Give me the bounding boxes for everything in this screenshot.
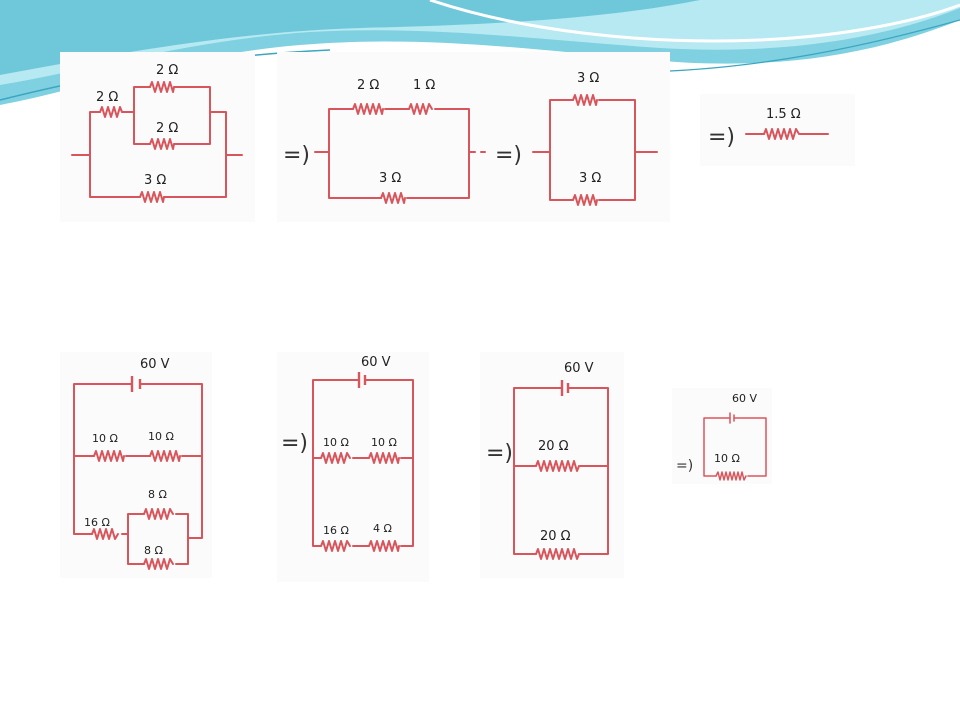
label-r-mid-b: 10 Ω <box>371 436 397 449</box>
equivalent-arrow: =) <box>708 125 735 150</box>
resistor-10ohm-a <box>320 452 351 464</box>
circuit-diagram: =) 60 V 10 Ω 10 Ω 16 Ω 4 Ω <box>281 355 414 552</box>
label-r-low-series: 16 Ω <box>84 516 110 529</box>
resistor-3ohm-top <box>572 94 598 106</box>
label-r-equivalent: 10 Ω <box>714 452 740 465</box>
resistor-10ohm <box>715 471 747 481</box>
circuit-panel-bottom-3: =) 60 V 20 Ω 20 Ω <box>480 352 624 578</box>
resistor-10ohm-b <box>149 450 181 462</box>
equivalent-arrow: =) <box>676 458 693 474</box>
resistor-2ohm-parallel-bottom <box>149 138 175 150</box>
resistor-1-5ohm <box>763 128 800 140</box>
circuit-panel-top-1: 2 Ω 2 Ω 2 Ω 3 Ω <box>60 52 255 222</box>
circuit-panel-top-2: =) 2 Ω 1 Ω 3 Ω =) 3 Ω 3 Ω <box>277 52 670 222</box>
equivalent-arrow: =) <box>281 431 308 456</box>
header-wave-decoration <box>0 0 960 105</box>
label-r-mid: 20 Ω <box>538 439 569 454</box>
label-r-parallel-bottom: 2 Ω <box>156 121 178 136</box>
label-r-top: 3 Ω <box>577 71 599 86</box>
label-r-low-b: 4 Ω <box>373 522 392 535</box>
label-r-bottom: 3 Ω <box>379 171 401 186</box>
resistor-20ohm-low <box>535 548 580 560</box>
label-r-mid-b: 10 Ω <box>148 430 174 443</box>
resistor-16ohm <box>320 540 351 552</box>
label-r-top-b: 1 Ω <box>413 78 435 93</box>
label-source: 60 V <box>140 357 170 372</box>
resistor-16ohm <box>91 528 119 540</box>
circuit-diagram: =) 2 Ω 1 Ω 3 Ω =) 3 Ω 3 Ω <box>283 71 658 206</box>
label-r-mid-a: 10 Ω <box>323 436 349 449</box>
resistor-20ohm-mid <box>535 460 580 472</box>
equivalent-arrow: =) <box>486 441 513 466</box>
circuit-diagram: =) 60 V 10 Ω <box>676 392 767 481</box>
resistor-2ohm-parallel-top <box>149 81 175 93</box>
equivalent-arrow: =) <box>495 143 522 168</box>
label-r-bottom: 3 Ω <box>144 173 166 188</box>
resistor-3ohm <box>380 192 406 204</box>
resistor-3ohm-bottom <box>572 194 598 206</box>
circuit-panel-bottom-4: =) 60 V 10 Ω <box>672 388 772 484</box>
label-r-top-a: 2 Ω <box>357 78 379 93</box>
label-r-low-a: 16 Ω <box>323 524 349 537</box>
label-source: 60 V <box>564 361 594 376</box>
circuit-diagram: 60 V 10 Ω 10 Ω 16 Ω 8 Ω 8 Ω <box>73 357 203 570</box>
equivalent-arrow: =) <box>283 143 310 168</box>
label-r-series-left: 2 Ω <box>96 90 118 105</box>
resistor-2ohm-series <box>99 106 123 118</box>
circuit-diagram: =) 60 V 20 Ω 20 Ω <box>486 361 609 560</box>
resistor-10ohm-b <box>368 452 400 464</box>
resistor-3ohm <box>139 191 165 203</box>
label-r-equivalent: 1.5 Ω <box>766 107 801 122</box>
resistor-4ohm <box>368 540 400 552</box>
circuit-panel-bottom-2: =) 60 V 10 Ω 10 Ω 16 Ω 4 Ω <box>277 352 429 582</box>
resistor-10ohm-a <box>93 450 125 462</box>
circuit-diagram: =) 1.5 Ω <box>708 107 829 150</box>
circuit-panel-bottom-1: 60 V 10 Ω 10 Ω 16 Ω 8 Ω 8 Ω <box>60 352 212 578</box>
label-r-parallel-top: 2 Ω <box>156 63 178 78</box>
label-r-par-top: 8 Ω <box>148 488 167 501</box>
resistor-1ohm <box>408 103 433 115</box>
resistor-8ohm-bottom <box>143 558 174 570</box>
label-r-mid-a: 10 Ω <box>92 432 118 445</box>
label-r-bottom: 3 Ω <box>579 171 601 186</box>
circuit-panel-top-4: =) 1.5 Ω <box>700 94 855 166</box>
circuit-diagram: 2 Ω 2 Ω 2 Ω 3 Ω <box>71 63 243 203</box>
label-source: 60 V <box>732 392 757 405</box>
label-r-low: 20 Ω <box>540 529 571 544</box>
label-source: 60 V <box>361 355 391 370</box>
label-r-par-bottom: 8 Ω <box>144 544 163 557</box>
resistor-2ohm <box>352 103 384 115</box>
resistor-8ohm-top <box>143 508 174 520</box>
